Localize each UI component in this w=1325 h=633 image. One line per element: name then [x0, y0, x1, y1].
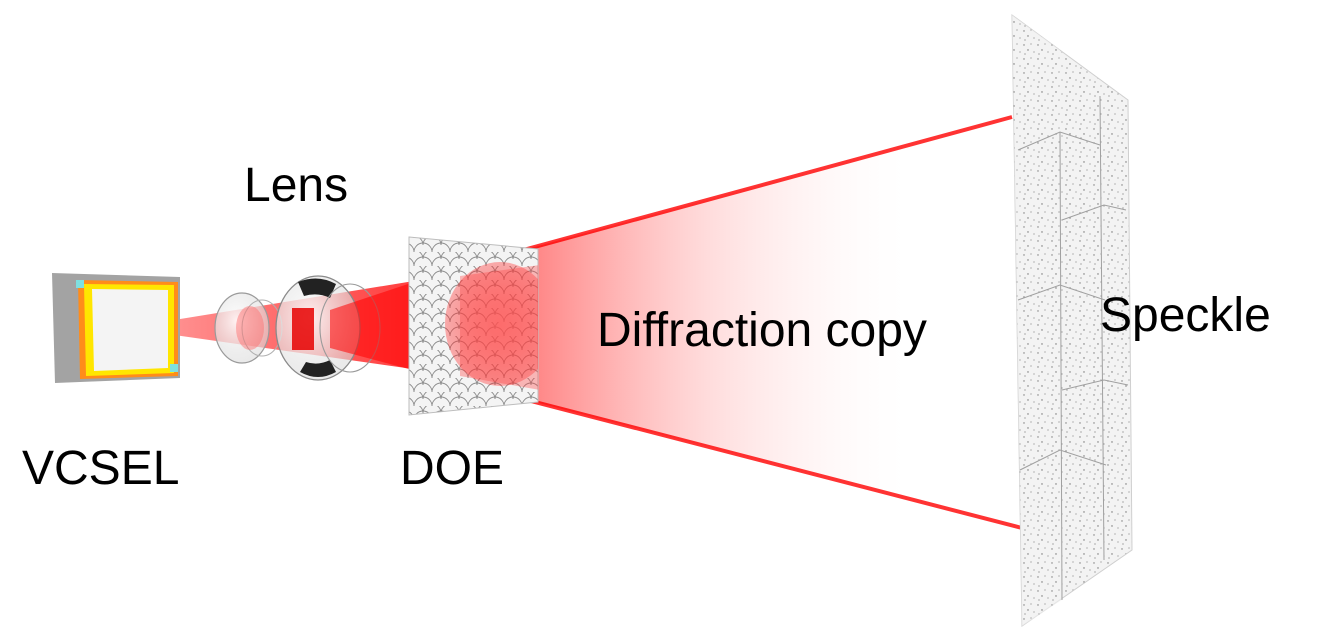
cone-edge-bottom: [449, 378, 1023, 530]
doe-plate: [408, 236, 539, 416]
speckle-screen: [1011, 14, 1133, 627]
vcsel-chip: [52, 273, 180, 383]
label-speckle: Speckle: [1100, 289, 1271, 342]
label-vcsel: VCSEL: [22, 442, 179, 495]
label-lens: Lens: [244, 159, 348, 212]
diffraction-cone: [450, 117, 1022, 528]
lens-to-doe-beam: [330, 280, 420, 372]
label-diffraction-copy: Diffraction copy: [597, 304, 927, 357]
label-doe: DOE: [400, 442, 504, 495]
lens-group: [214, 275, 381, 381]
cone-edge-top: [449, 115, 1013, 272]
